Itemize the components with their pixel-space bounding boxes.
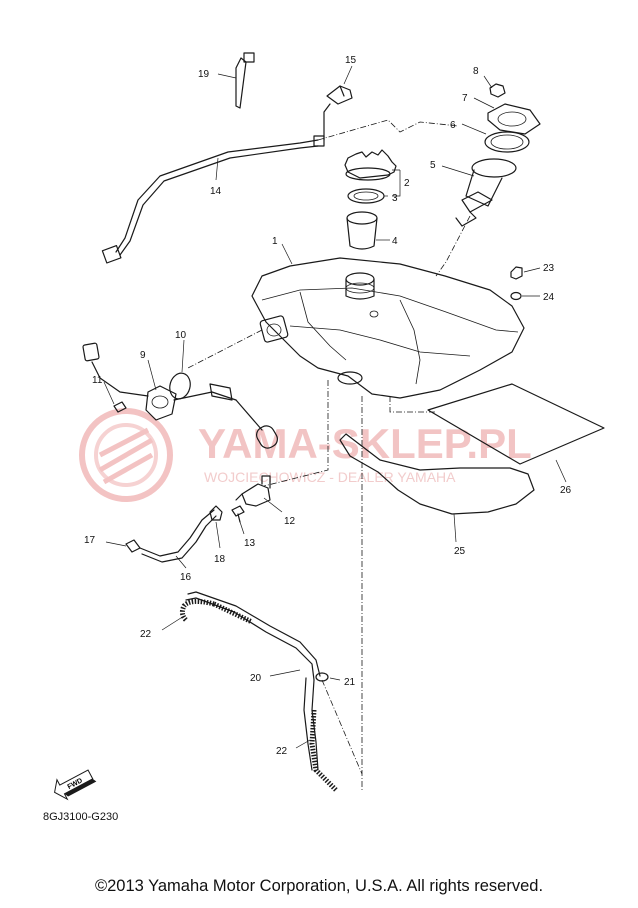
part-22-protector-lower xyxy=(309,709,338,792)
callout-20: 20 xyxy=(250,673,262,684)
part-6-gasket xyxy=(484,131,530,153)
part-8-nut xyxy=(489,83,506,98)
part-16-fuel-hose xyxy=(139,509,217,563)
part-20-hose xyxy=(185,591,321,771)
callout-11: 11 xyxy=(92,375,103,386)
callout-19: 19 xyxy=(198,69,210,80)
part-23-bolt xyxy=(510,266,523,280)
watermark-subtitle: WOJCIECHOWICZ - DEALER YAMAHA xyxy=(204,469,456,485)
callout-2: 2 xyxy=(404,178,410,189)
callout-13: 13 xyxy=(244,538,256,549)
callout-24: 24 xyxy=(543,292,555,303)
callout-9: 9 xyxy=(140,350,146,361)
callout-16: 16 xyxy=(180,572,192,583)
part-18-clamp xyxy=(209,505,223,521)
callout-5: 5 xyxy=(430,160,436,171)
diagram-code: 8GJ3100-G230 xyxy=(43,811,119,823)
part-17-clamp xyxy=(125,539,141,553)
part-14-hose xyxy=(101,135,325,264)
part-5-fuel-pump xyxy=(455,158,517,227)
part-1-fuel-tank xyxy=(251,257,525,399)
callout-23: 23 xyxy=(543,263,555,274)
callout-12: 12 xyxy=(284,516,296,527)
watermark-title: YAMA-SKLEP.PL xyxy=(198,420,532,467)
part-22-protector-upper xyxy=(179,598,254,625)
part-2-fuel-cap xyxy=(344,149,397,181)
copyright-notice: ©2013 Yamaha Motor Corporation, U.S.A. A… xyxy=(94,877,544,895)
callout-6: 6 xyxy=(450,120,456,131)
callout-1: 1 xyxy=(272,236,278,247)
callout-22-lower: 22 xyxy=(276,746,288,757)
callout-21: 21 xyxy=(344,677,356,688)
callout-22-upper: 22 xyxy=(140,629,152,640)
part-11-screw xyxy=(113,401,127,413)
callout-10: 10 xyxy=(175,330,187,341)
callout-8: 8 xyxy=(473,66,479,77)
part-26-protector-sheet xyxy=(427,383,605,465)
part-3-gasket xyxy=(347,188,385,204)
part-21-clip xyxy=(315,672,329,682)
callout-numbers: 1 2 3 4 5 6 7 8 9 10 11 12 13 14 15 16 1… xyxy=(84,55,572,757)
part-19-cable-tie xyxy=(235,52,255,109)
part-12-fuel-cock xyxy=(235,475,271,507)
part-9-fuel-sender xyxy=(82,342,278,449)
callout-17: 17 xyxy=(84,535,96,546)
callout-18: 18 xyxy=(214,554,226,565)
leader-lines xyxy=(103,65,567,749)
callout-3: 3 xyxy=(392,193,398,204)
callout-14: 14 xyxy=(210,186,222,197)
part-4-strainer xyxy=(346,211,378,250)
callout-26: 26 xyxy=(560,485,572,496)
part-10-o-ring xyxy=(169,372,191,400)
part-24-washer xyxy=(510,291,522,301)
fwd-arrow-icon: FWD xyxy=(54,769,97,801)
yamaha-tuning-fork-logo-icon xyxy=(79,408,173,502)
callout-25: 25 xyxy=(454,546,466,557)
callout-4: 4 xyxy=(392,236,398,247)
callout-7: 7 xyxy=(462,93,468,104)
part-13-screw xyxy=(231,505,245,523)
part-25-damper xyxy=(339,433,535,515)
watermark: YAMA-SKLEP.PL WOJCIECHOWICZ - DEALER YAM… xyxy=(79,408,532,502)
part-15-valve xyxy=(323,85,353,141)
part-7-plate xyxy=(487,103,541,135)
callout-15: 15 xyxy=(345,55,357,66)
